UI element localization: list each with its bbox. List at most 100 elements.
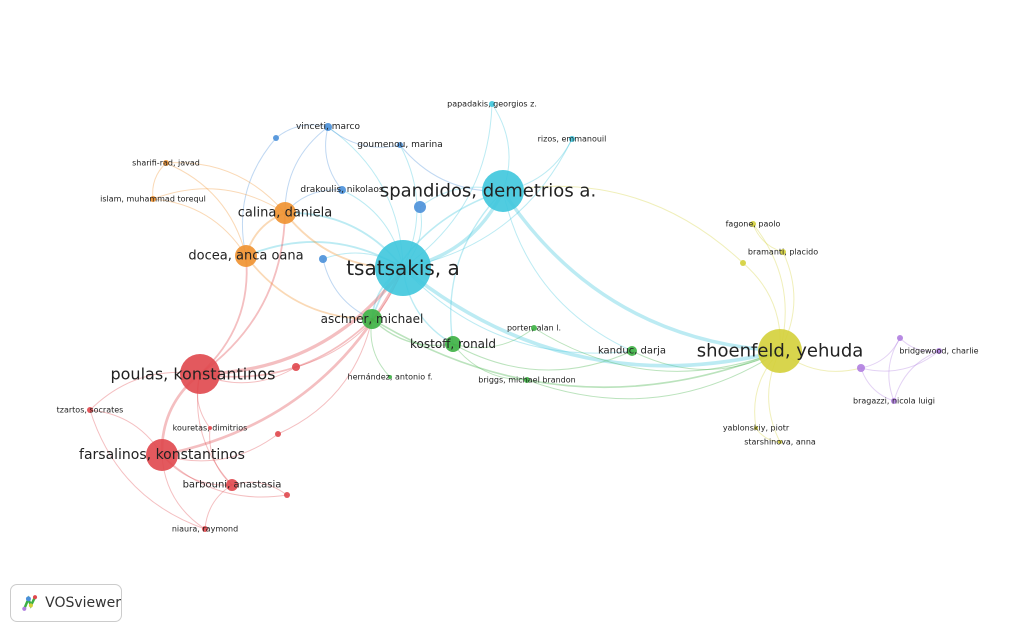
node-label[interactable]: rizos, emmanouil xyxy=(538,135,607,144)
link xyxy=(402,267,633,354)
link xyxy=(502,185,744,264)
node-label[interactable]: kanduc, darja xyxy=(598,346,666,357)
node-blue[interactable] xyxy=(273,135,279,141)
node-label[interactable]: papadakis, georgios z. xyxy=(447,100,537,109)
link xyxy=(199,212,286,375)
node-label[interactable]: bridgewood, charlie xyxy=(899,347,978,356)
node-label[interactable]: barbouni, anastasia xyxy=(183,480,282,491)
link xyxy=(199,267,405,376)
node-cyan[interactable] xyxy=(489,101,495,107)
node-blue[interactable] xyxy=(324,123,332,131)
link xyxy=(860,350,940,372)
vosviewer-logo-button[interactable]: VOSviewer xyxy=(10,584,122,622)
node-label[interactable]: aschner, michael xyxy=(321,312,424,326)
link xyxy=(526,350,781,400)
link xyxy=(893,350,940,402)
node-orange[interactable] xyxy=(274,202,296,224)
node-label[interactable]: fagone, paolo xyxy=(726,220,781,229)
node-purple[interactable] xyxy=(897,335,903,341)
node-red[interactable] xyxy=(275,431,281,437)
link xyxy=(452,343,633,371)
link xyxy=(152,162,167,200)
node-label[interactable]: bramanti, placido xyxy=(748,248,818,257)
node-yellow[interactable] xyxy=(750,221,756,227)
node-red[interactable] xyxy=(284,492,290,498)
link xyxy=(371,318,781,389)
node-blue[interactable] xyxy=(319,255,327,263)
labels-layer: tsatsakis, a spandidos, demetrios a. papad… xyxy=(57,100,979,534)
node-label[interactable]: goumenou, marina xyxy=(357,140,443,150)
node-purple[interactable] xyxy=(857,364,865,372)
link xyxy=(89,409,206,530)
node-label[interactable]: niaura, raymond xyxy=(172,525,238,534)
node-orange[interactable] xyxy=(235,245,257,267)
node-label[interactable]: tsatsakis, a xyxy=(346,256,460,280)
node-label[interactable]: bragazzi, nicola luigi xyxy=(853,397,935,406)
node-label[interactable]: drakoulis, nikolaos xyxy=(300,185,384,195)
node-purple[interactable] xyxy=(891,398,897,404)
node-green[interactable] xyxy=(445,336,461,352)
node-blue[interactable] xyxy=(414,201,426,213)
node-label[interactable]: farsalinos, konstantinos xyxy=(79,447,245,463)
link xyxy=(452,327,535,349)
node-red[interactable] xyxy=(292,363,300,371)
node-green[interactable] xyxy=(531,325,537,331)
node-green[interactable] xyxy=(388,375,392,379)
node-red[interactable] xyxy=(202,526,208,532)
node-label[interactable]: kostoff, ronald xyxy=(410,337,496,351)
link xyxy=(860,337,901,369)
node-label[interactable]: tzartos, socrates xyxy=(57,406,124,415)
link xyxy=(204,484,233,530)
node-red[interactable] xyxy=(208,426,212,430)
node-cyan[interactable] xyxy=(569,136,575,142)
node-orange[interactable] xyxy=(150,196,156,202)
link xyxy=(165,162,247,257)
node-orange[interactable] xyxy=(163,160,169,166)
node-green[interactable] xyxy=(362,309,382,329)
node-yellow[interactable] xyxy=(754,426,758,430)
node-label[interactable]: poulas, konstantinos xyxy=(110,365,275,384)
node-label[interactable]: starshinova, anna xyxy=(744,438,816,447)
link xyxy=(888,337,901,402)
link xyxy=(275,124,329,139)
link xyxy=(327,126,401,148)
vosviewer-logo-label: VOSviewer xyxy=(45,595,121,611)
node-red[interactable] xyxy=(180,354,220,394)
node-red[interactable] xyxy=(146,439,178,471)
node-label[interactable]: shoenfeld, yehuda xyxy=(697,341,864,362)
node-purple[interactable] xyxy=(936,348,942,354)
node-label[interactable]: islam, muhammad torequl xyxy=(100,195,206,204)
link xyxy=(371,190,504,320)
node-blue[interactable] xyxy=(338,186,346,194)
node-label[interactable]: hernández, antonio f. xyxy=(348,373,433,382)
node-label[interactable]: vinceti, marco xyxy=(296,122,361,132)
node-label[interactable]: sharifi-rad, javad xyxy=(132,159,200,168)
node-label[interactable]: spandidos, demetrios a. xyxy=(380,181,596,202)
link xyxy=(899,337,940,353)
node-label[interactable]: yablonskiy, piotr xyxy=(723,424,790,433)
node-label[interactable]: kouretas, dimitrios xyxy=(173,424,248,433)
node-red[interactable] xyxy=(226,479,238,491)
node-blue[interactable] xyxy=(397,142,403,148)
node-yellow[interactable] xyxy=(778,440,782,444)
link xyxy=(152,198,247,257)
node-yellow[interactable] xyxy=(740,260,746,266)
link xyxy=(152,188,286,214)
node-yellow[interactable] xyxy=(758,329,802,373)
node-label[interactable]: briggs, michael brandon xyxy=(478,376,575,385)
node-green[interactable] xyxy=(524,377,530,383)
node-cyan[interactable] xyxy=(482,170,524,212)
node-cyan[interactable] xyxy=(375,240,431,296)
link xyxy=(241,137,277,257)
link xyxy=(401,266,781,368)
node-green[interactable] xyxy=(627,346,637,356)
node-red[interactable] xyxy=(87,407,93,413)
node-yellow[interactable] xyxy=(780,249,786,255)
node-label[interactable]: calina, daniela xyxy=(238,206,332,221)
link xyxy=(452,343,528,381)
link xyxy=(284,126,329,214)
node-label[interactable]: porter, alan l. xyxy=(507,324,561,333)
link xyxy=(402,138,573,269)
node-label[interactable]: docea, anca oana xyxy=(188,249,303,264)
